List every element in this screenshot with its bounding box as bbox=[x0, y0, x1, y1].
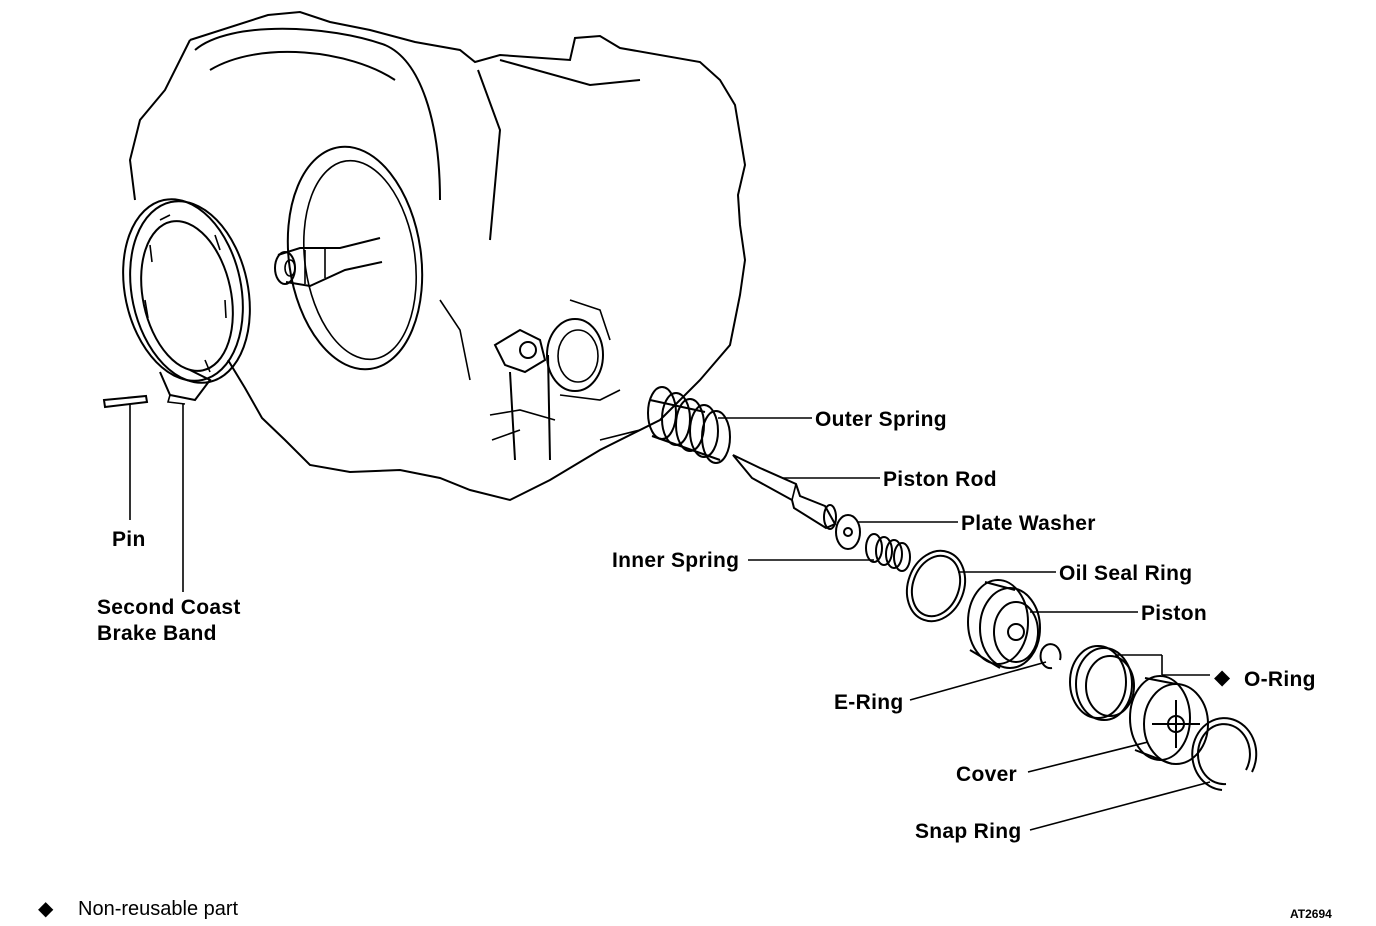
inner-spring-part bbox=[865, 533, 911, 572]
oil-seal-ring-part bbox=[905, 549, 967, 623]
outer-spring-part bbox=[647, 386, 731, 464]
legend-diamond-icon: ◆ bbox=[38, 898, 54, 920]
label-second-coast-line1: Second Coast bbox=[97, 596, 241, 619]
legend-text: Non-reusable part bbox=[78, 898, 239, 920]
label-outer-spring: Outer Spring bbox=[815, 408, 947, 431]
label-pin: Pin bbox=[112, 528, 146, 551]
label-snap-ring: Snap Ring bbox=[915, 820, 1022, 843]
label-plate-washer: Plate Washer bbox=[961, 512, 1096, 535]
label-second-coast-line2: Brake Band bbox=[97, 622, 217, 645]
label-inner-spring: Inner Spring bbox=[612, 549, 739, 572]
non-reusable-marker-icon: ◆ bbox=[1214, 666, 1231, 689]
pin-part bbox=[102, 394, 149, 409]
e-ring-part bbox=[1039, 643, 1062, 670]
snap-ring-part bbox=[1191, 717, 1258, 791]
label-o-ring: O-Ring bbox=[1244, 668, 1316, 691]
label-e-ring: E-Ring bbox=[834, 691, 903, 714]
piston-rod-part bbox=[732, 454, 837, 530]
figure-code: AT2694 bbox=[1290, 907, 1332, 921]
piston-part bbox=[967, 579, 1041, 669]
label-piston: Piston bbox=[1141, 602, 1207, 625]
label-cover: Cover bbox=[956, 763, 1017, 786]
plate-washer-part bbox=[835, 514, 861, 550]
o-ring-part bbox=[1069, 645, 1135, 721]
brake-band-part bbox=[122, 198, 251, 405]
cover-part bbox=[1129, 675, 1209, 765]
transmission-case bbox=[128, 10, 747, 502]
leader-lines bbox=[129, 404, 1211, 831]
label-oil-seal-ring: Oil Seal Ring bbox=[1059, 562, 1192, 585]
label-piston-rod: Piston Rod bbox=[883, 468, 997, 491]
